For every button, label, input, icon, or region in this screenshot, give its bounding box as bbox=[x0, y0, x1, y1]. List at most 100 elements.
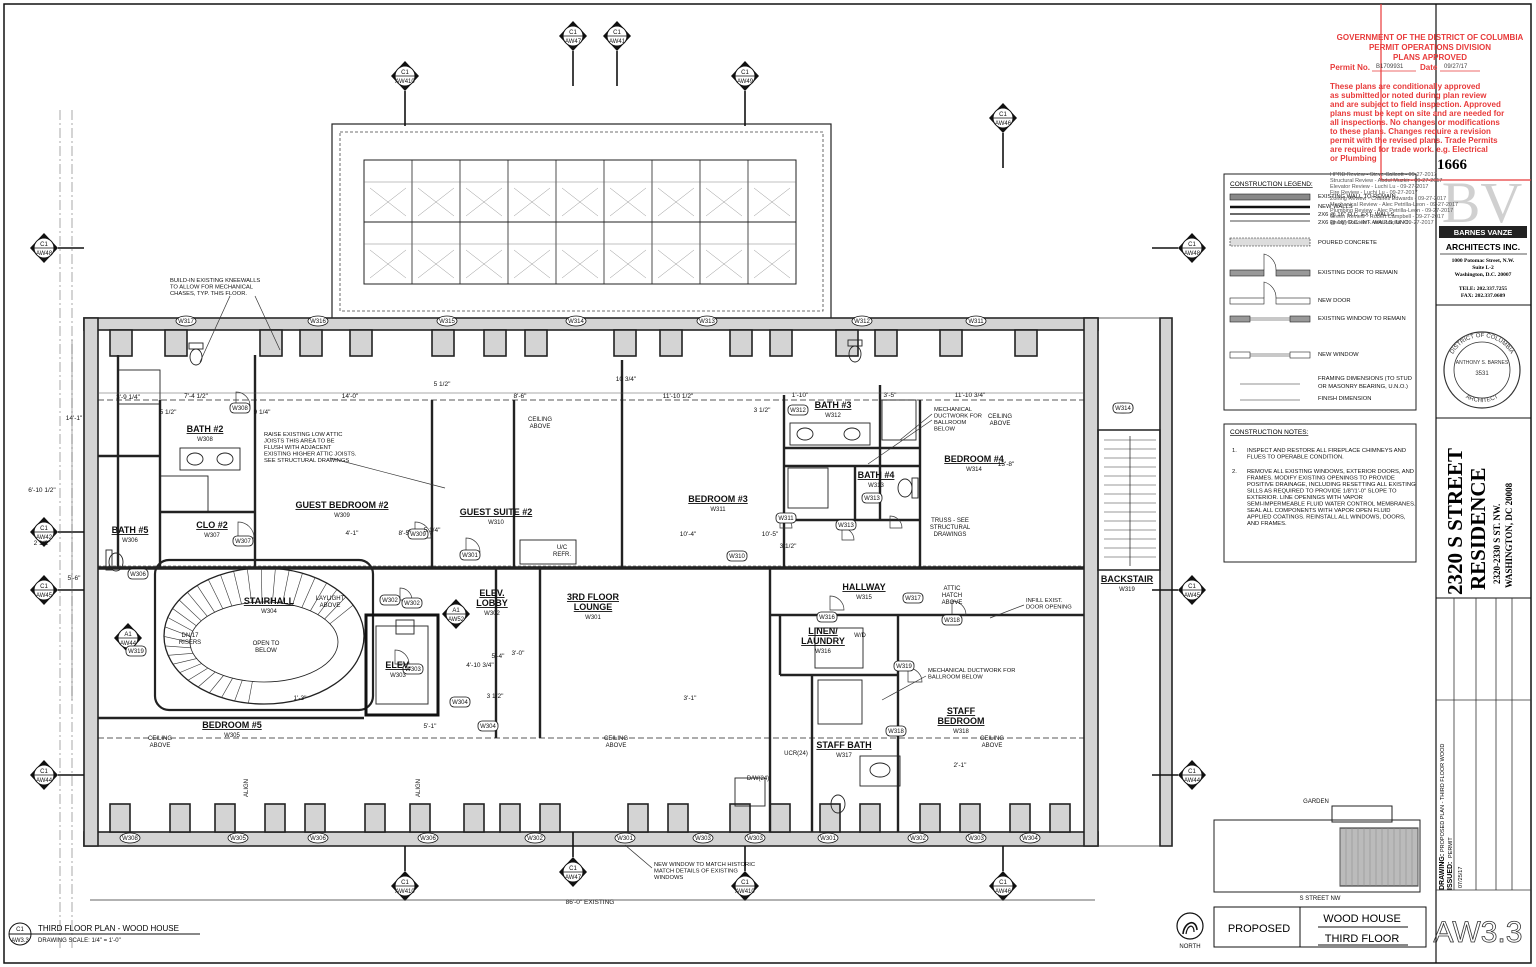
project-addr-2: WASHINGTON, DC 20008 bbox=[1504, 482, 1514, 588]
window-tag-label: W303 bbox=[968, 836, 984, 842]
room-code: W309 bbox=[334, 513, 350, 519]
below-label: BELOW bbox=[255, 648, 277, 654]
stairhall bbox=[153, 558, 375, 712]
note-2-line: SEAL ALL COMPONENTS WITH VAPOR OPEN FLUI… bbox=[1247, 508, 1390, 514]
firm-block: BV BARNES VANZE ARCHITECTS INC. 1000 Pot… bbox=[1436, 170, 1531, 306]
seal-number: 3531 bbox=[1475, 371, 1489, 377]
firm-tele: TELE: 202.337.7255 bbox=[1459, 286, 1507, 292]
above-label: ABOVE bbox=[530, 424, 551, 430]
south-dormers bbox=[109, 803, 1071, 833]
note-2-line: REMOVE ALL EXISTING WINDOWS, EXTERIOR DO… bbox=[1247, 469, 1414, 475]
stamp-review-line: Fire Review - Luchi Lu - 09-27-2017 bbox=[1330, 190, 1418, 196]
window-tag: W303 bbox=[744, 832, 766, 844]
window-tag: W302 bbox=[907, 832, 929, 844]
street-label: S STREET NW bbox=[1300, 896, 1341, 902]
note-2-line: SILLS AS REQUIRED TO PROVIDE 1/8"/1'-0" … bbox=[1247, 489, 1397, 495]
dimension-label: 11'-10 3/4" bbox=[955, 392, 986, 399]
room-name-2: LOBBY bbox=[476, 598, 508, 608]
door-tag-label: W304 bbox=[480, 724, 496, 730]
room-name: GUEST BEDROOM #2 bbox=[295, 500, 388, 510]
section-marker-bottom: AW49 bbox=[737, 79, 754, 85]
room-name: BATH #2 bbox=[187, 424, 224, 434]
room-name: STAFF BATH bbox=[816, 740, 871, 750]
north-label: NORTH bbox=[1179, 944, 1200, 950]
window-tag-label: W303 bbox=[747, 836, 763, 842]
stamp-review-line: Plumbing Review - Alec Petrilla-Leon - 0… bbox=[1330, 208, 1453, 214]
door-tag-label: W316 bbox=[819, 615, 835, 621]
door-tag: W319 bbox=[893, 660, 915, 672]
stamp-line-2: PERMIT OPERATIONS DIVISION bbox=[1369, 43, 1491, 52]
firm-fax: FAX: 202.337.0609 bbox=[1461, 293, 1506, 299]
dimension-label: 3 1/2" bbox=[487, 693, 504, 700]
room-name: BATH #3 bbox=[815, 400, 852, 410]
window-tag: W316 bbox=[307, 315, 329, 327]
annotation-infill-door: INFILL EXIST.DOOR OPENING bbox=[1026, 598, 1072, 611]
annotation-new-window-line: MATCH DETAILS OF EXISTING bbox=[654, 869, 738, 875]
dimension-label: 4'-10 3/4" bbox=[466, 662, 494, 669]
door-tag: W318 bbox=[941, 614, 963, 626]
note-2-number: 2. bbox=[1232, 469, 1237, 475]
stamp-date: 09/27/17 bbox=[1444, 64, 1468, 70]
stamp-line-1: GOVERNMENT OF THE DISTRICT OF COLUMBIA bbox=[1337, 33, 1524, 42]
annotation-attic-joists-line: FLUSH WITH ADJACENT bbox=[264, 445, 332, 451]
annotation-mech-duct-2-line: BALLROOM BELOW bbox=[928, 675, 983, 681]
dimension-label: 5 1/2" bbox=[434, 381, 451, 388]
stamp-review-line: HPRB Review - Steve Callcott - 09-27-201… bbox=[1330, 172, 1437, 178]
room-code: W305 bbox=[224, 733, 240, 739]
door-tag-label: W302 bbox=[404, 601, 420, 607]
window-tag: W315 bbox=[436, 315, 458, 327]
stamp-body-line: all inspections. No changes or modificat… bbox=[1330, 118, 1500, 127]
firm-name-2: ARCHITECTS INC. bbox=[1446, 242, 1520, 252]
ceiling-label: CEILING bbox=[604, 736, 628, 742]
note-2-line: EXTERIOR. LINE OPENINGS WITH VAPOR bbox=[1247, 495, 1363, 501]
title-ref-top: C1 bbox=[16, 927, 24, 933]
proposed-label: PROPOSED bbox=[1228, 923, 1290, 935]
door-tag-label: W313 bbox=[864, 496, 880, 502]
ceiling-label: CEILING bbox=[528, 417, 552, 423]
window-tag: W313 bbox=[696, 315, 718, 327]
annotation-mech-duct-line: MECHANICAL bbox=[934, 407, 973, 413]
door-tag: W313 bbox=[835, 519, 857, 531]
drawings-label: DRAWINGS bbox=[934, 532, 967, 538]
key-floor-label: THIRD FLOOR bbox=[1325, 933, 1400, 945]
window-tag: W306 bbox=[417, 832, 439, 844]
misc-labels: CEILING ABOVE CEILING ABOVE CEILING ABOV… bbox=[90, 414, 1095, 906]
dimension-label: 10'-4" bbox=[680, 531, 697, 538]
project-addr-1: 2320-2330 S ST. NW. bbox=[1492, 504, 1502, 584]
dimension-label: 5 1/4" bbox=[424, 527, 441, 534]
annotation-mech-duct-line: DUCTWORK FOR bbox=[934, 414, 982, 420]
section-marker-bottom: AW44 bbox=[120, 641, 137, 647]
section-marker-top: C1 bbox=[569, 866, 577, 872]
annotation-infill-door-line: DOOR OPENING bbox=[1026, 605, 1072, 611]
annotation-attic-joists-line: EXISTING HIGHER ATTIC JOISTS. bbox=[264, 452, 357, 458]
key-house-label: WOOD HOUSE bbox=[1323, 913, 1401, 925]
door-tag-label: W303 bbox=[405, 667, 421, 673]
door-tag-label: W318 bbox=[888, 729, 904, 735]
dimension-label: 2 1/2" bbox=[34, 540, 51, 547]
window-tag: W317 bbox=[175, 315, 197, 327]
dimension-label: 8'-5" bbox=[399, 530, 413, 537]
window-tag: W306 bbox=[307, 832, 329, 844]
door-tag: W309 bbox=[407, 528, 429, 540]
dimension-label: 3'-1" bbox=[684, 695, 698, 702]
north-wall bbox=[83, 317, 1099, 331]
stamp-review-line: Structural Review - Abdul Muzkir - 09-27… bbox=[1330, 178, 1443, 184]
firm-logo: BV bbox=[1442, 170, 1523, 235]
dimension-label: 1'-3" bbox=[294, 695, 308, 702]
window-tag: W311 bbox=[965, 315, 987, 327]
section-marker-bottom: AW45 bbox=[1184, 593, 1201, 599]
project-name-block: 2320 S STREET RESIDENCE 2320-2330 S ST. … bbox=[1436, 448, 1531, 599]
